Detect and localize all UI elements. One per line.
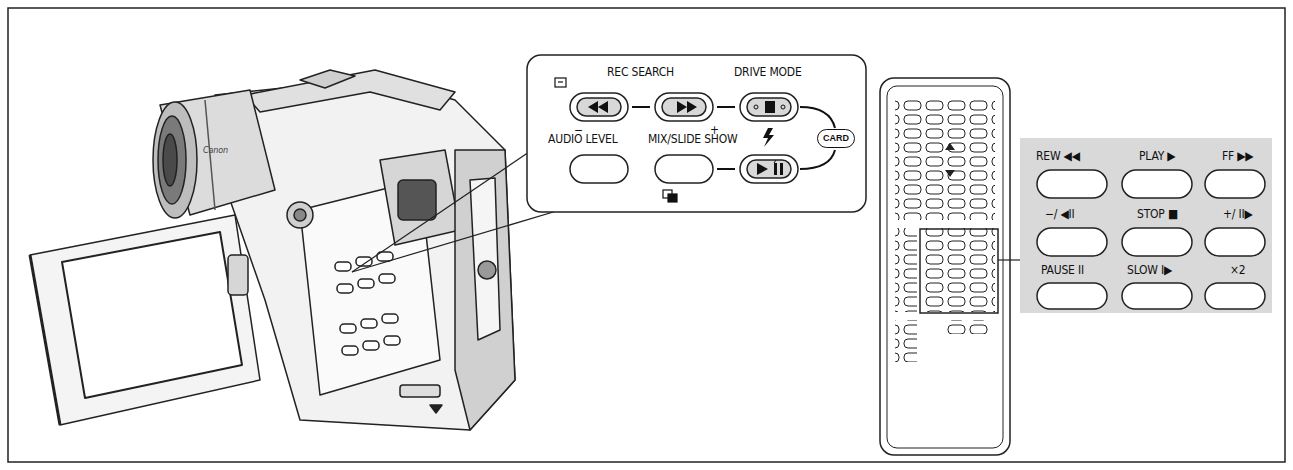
card-oval: CARD bbox=[817, 129, 855, 148]
remote-control bbox=[880, 78, 1010, 455]
leader-line bbox=[998, 259, 1020, 260]
button-label: MIX/SLIDE SHOW bbox=[648, 132, 738, 146]
button-label: FF ▶▶ bbox=[1222, 149, 1253, 163]
button-label: DRIVE MODE bbox=[734, 65, 802, 79]
card-label: CARD bbox=[823, 133, 849, 144]
frame bbox=[8, 8, 1285, 462]
callout-panel bbox=[527, 55, 866, 212]
button-label: SLOW I▶ bbox=[1127, 263, 1172, 277]
button-label: ×2 bbox=[1230, 263, 1246, 277]
remote-detail-panel bbox=[1020, 138, 1272, 313]
button-label: PAUSE II bbox=[1041, 263, 1084, 277]
button-label: AUDIO LEVEL bbox=[548, 132, 618, 146]
button-label: STOP ■ bbox=[1137, 207, 1178, 221]
button-label: +/ II▶ bbox=[1223, 207, 1253, 221]
remote-button bbox=[1037, 170, 1265, 309]
button-label: REC SEARCH bbox=[607, 65, 674, 79]
brand-label: Canon bbox=[203, 143, 228, 157]
button-label: PLAY ▶ bbox=[1139, 149, 1175, 163]
button-label: −/ ◀II bbox=[1045, 207, 1075, 221]
button-label: REW ◀◀ bbox=[1036, 149, 1080, 163]
camcorder bbox=[30, 70, 515, 430]
